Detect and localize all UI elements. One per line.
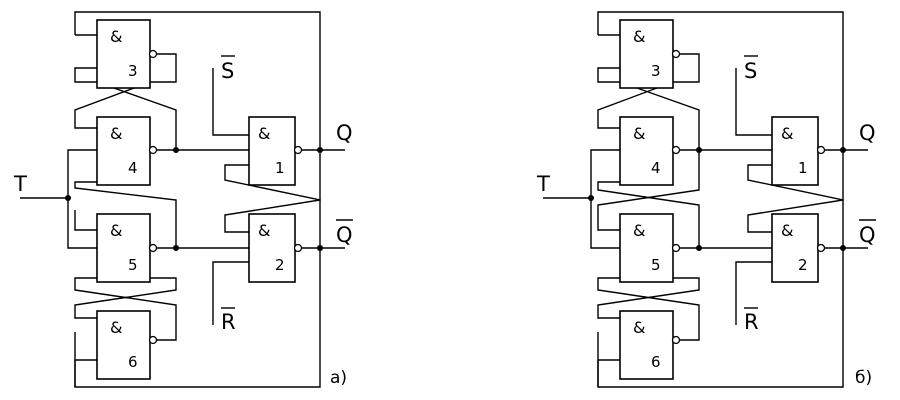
junction-dot xyxy=(588,195,594,201)
gate-symbol: & xyxy=(110,318,122,337)
signal-s-bar-label: S xyxy=(221,59,234,83)
gate-symbol: & xyxy=(110,221,122,240)
gate-number: 4 xyxy=(651,159,661,177)
gate-symbol: & xyxy=(110,124,122,143)
signal-s-bar-label: S xyxy=(744,59,757,83)
gate-number: 3 xyxy=(128,62,138,80)
gate-symbol: & xyxy=(258,221,270,240)
output-q-label: Q xyxy=(859,121,876,145)
junction-dot xyxy=(173,245,179,251)
gate-number: 6 xyxy=(651,353,661,371)
junction-dot xyxy=(840,147,846,153)
diagram-a-junctions xyxy=(65,147,323,251)
diagram-a-gate-2: & 2 xyxy=(248,213,303,283)
diagram-b-gate-5: & 5 xyxy=(619,213,681,283)
gate-symbol: & xyxy=(633,124,645,143)
signal-t-label: T xyxy=(13,172,27,196)
junction-dot xyxy=(696,245,702,251)
gate-number: 2 xyxy=(798,256,808,274)
diagram-b-caption: б) xyxy=(855,368,872,388)
junction-dot xyxy=(65,195,71,201)
gate-number: 5 xyxy=(128,256,138,274)
diagram-b-gate-4: & 4 xyxy=(619,116,681,186)
output-q-label: Q xyxy=(336,121,353,145)
gate-number: 5 xyxy=(651,256,661,274)
gate-number: 6 xyxy=(128,353,138,371)
gate-symbol: & xyxy=(110,27,122,46)
output-q-bar-label: Q xyxy=(336,223,353,247)
diagram-b-gate-2: & 2 xyxy=(771,213,826,283)
gate-number: 4 xyxy=(128,159,138,177)
gate-number: 1 xyxy=(275,159,285,177)
junction-dot xyxy=(696,147,702,153)
diagram-a-gate-5: & 5 xyxy=(96,213,158,283)
gate-number: 2 xyxy=(275,256,285,274)
gate-symbol: & xyxy=(781,221,793,240)
diagram-b-junctions xyxy=(588,147,846,251)
diagram-a-wires xyxy=(20,11,345,388)
diagram-a-gate-3: & 3 xyxy=(96,19,158,89)
diagram-a-gate-1: & 1 xyxy=(248,116,303,186)
diagram-b-wires xyxy=(543,11,868,388)
junction-dot xyxy=(317,245,323,251)
diagram-b-gate-3: & 3 xyxy=(619,19,681,89)
gate-symbol: & xyxy=(258,124,270,143)
diagram-a: & 3 & 4 & 5 & 6 & 1 xyxy=(13,11,353,388)
junction-dot xyxy=(840,245,846,251)
gate-symbol: & xyxy=(633,318,645,337)
diagram-b: & 3 & 4 & 5 & 6 & 1 xyxy=(536,11,876,388)
diagram-b-gate-1: & 1 xyxy=(771,116,826,186)
gate-number: 3 xyxy=(651,62,661,80)
diagram-a-gate-4: & 4 xyxy=(96,116,158,186)
diagram-b-gate-6: & 6 xyxy=(619,310,681,380)
diagram-a-caption: а) xyxy=(330,368,347,388)
gate-symbol: & xyxy=(633,27,645,46)
diagram-a-gate-6: & 6 xyxy=(96,310,158,380)
signal-r-bar-label: R xyxy=(744,310,759,334)
junction-dot xyxy=(317,147,323,153)
output-q-bar-label: Q xyxy=(859,223,876,247)
signal-r-bar-label: R xyxy=(221,310,236,334)
gate-number: 1 xyxy=(798,159,808,177)
signal-t-label: T xyxy=(536,172,550,196)
gate-symbol: & xyxy=(633,221,645,240)
junction-dot xyxy=(173,147,179,153)
gate-symbol: & xyxy=(781,124,793,143)
